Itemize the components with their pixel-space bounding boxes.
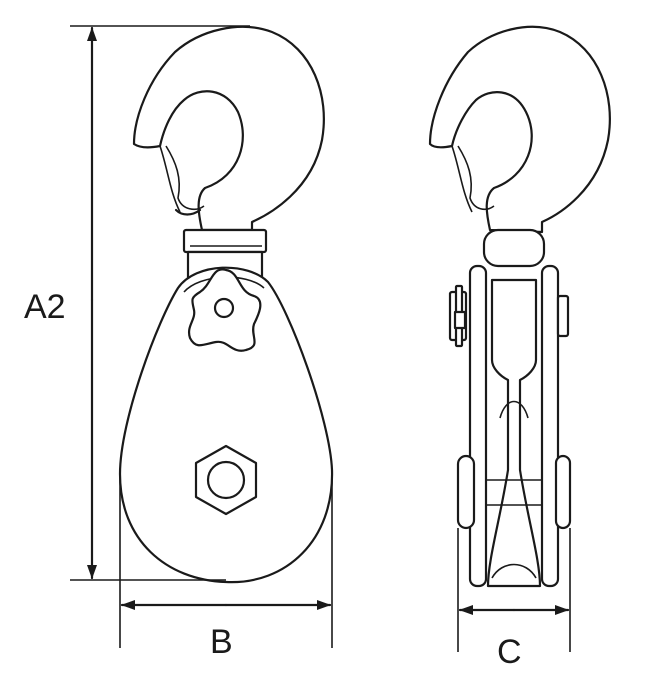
dimension-c <box>457 528 571 652</box>
dimension-a2 <box>70 25 250 581</box>
side-right-plate <box>540 264 560 588</box>
side-swivel <box>482 228 546 268</box>
dimension-b <box>119 474 333 648</box>
dimension-label-c: C <box>497 633 522 671</box>
front-hook <box>132 25 325 232</box>
front-swivel-collar <box>182 228 268 254</box>
front-axle-bolt <box>206 460 246 500</box>
side-view <box>428 25 611 588</box>
front-pin-hole <box>213 297 235 319</box>
side-left-plate <box>468 264 488 588</box>
side-hook <box>428 25 611 234</box>
side-pin-right <box>556 294 570 338</box>
front-cheek-plate <box>118 266 334 584</box>
side-pin-nut <box>453 310 467 330</box>
dimension-label-a2: A2 <box>24 288 66 326</box>
dimension-label-b: B <box>210 623 233 661</box>
side-axle-left <box>456 454 476 530</box>
side-axle-right <box>554 454 572 530</box>
side-sheave <box>486 278 542 588</box>
front-view <box>118 25 334 584</box>
